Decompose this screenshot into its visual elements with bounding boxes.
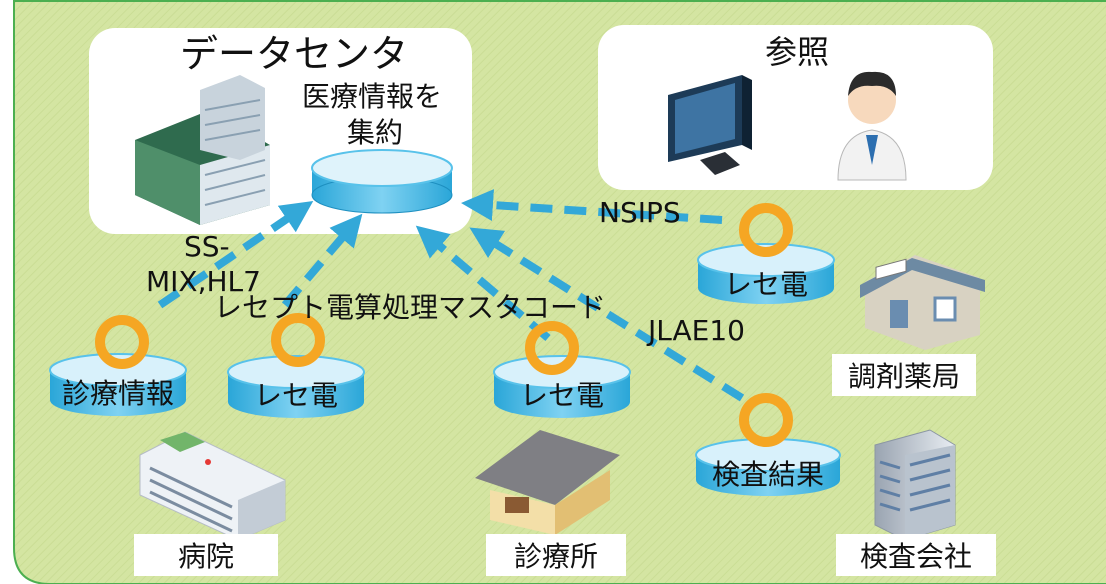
pharmacy-db-label: レセ電: [723, 268, 808, 301]
hospital-db-label: 診療情報: [61, 377, 174, 410]
pharmacy-db-icon: [697, 203, 835, 304]
reference-panel: [598, 25, 993, 190]
pharmacy-shop-icon: [860, 255, 985, 350]
lab-db-icon: [695, 393, 841, 496]
lab-company-label: 検査会社: [836, 534, 996, 576]
pharmacy-label: 調剤薬局: [832, 354, 976, 396]
ssmix-label-line1: SS-: [184, 230, 230, 263]
db-caption-line1: 医療情報を: [302, 80, 443, 113]
arrow-lab: [469, 227, 745, 402]
ssmix-label-line2: MIX,HL7: [146, 265, 261, 298]
arrow-ssmix: [157, 201, 314, 309]
data-center-title: データセンタ: [180, 32, 409, 76]
hospital-building-icon: [139, 431, 286, 541]
jlac10-label: JLAE10: [648, 314, 745, 347]
monitor-icon: [668, 75, 752, 175]
doctor-icon: [837, 71, 907, 181]
hospital-db-icon: [49, 315, 187, 416]
nsips-label: NSIPS: [599, 196, 681, 229]
clinic-db-icon: [493, 321, 631, 418]
data-center-building-icon: [135, 75, 270, 225]
arrow-clinic-receipt: [415, 225, 551, 342]
lab-db-label: 検査結果: [711, 458, 824, 491]
central-database-icon: [311, 149, 453, 214]
clinic-label: 診療所: [486, 534, 626, 576]
arrow-pharmacy: [461, 189, 723, 224]
receipt-master-label: レセプト電算処理マスタコード: [214, 291, 607, 324]
reference-title: 参照: [765, 33, 830, 71]
lab-building-icon: [874, 429, 956, 541]
hospital-receipt-db-label: レセ電: [253, 379, 338, 412]
arrow-hospital-receipt: [281, 213, 363, 308]
clinic-house-icon: [475, 430, 620, 535]
hospital-label: 病院: [134, 534, 278, 576]
data-flow-arrows: [157, 189, 745, 402]
db-caption-line2: 集約: [347, 116, 404, 149]
clinic-db-label: レセ電: [519, 379, 604, 412]
hospital-receipt-db-icon: [227, 313, 365, 418]
